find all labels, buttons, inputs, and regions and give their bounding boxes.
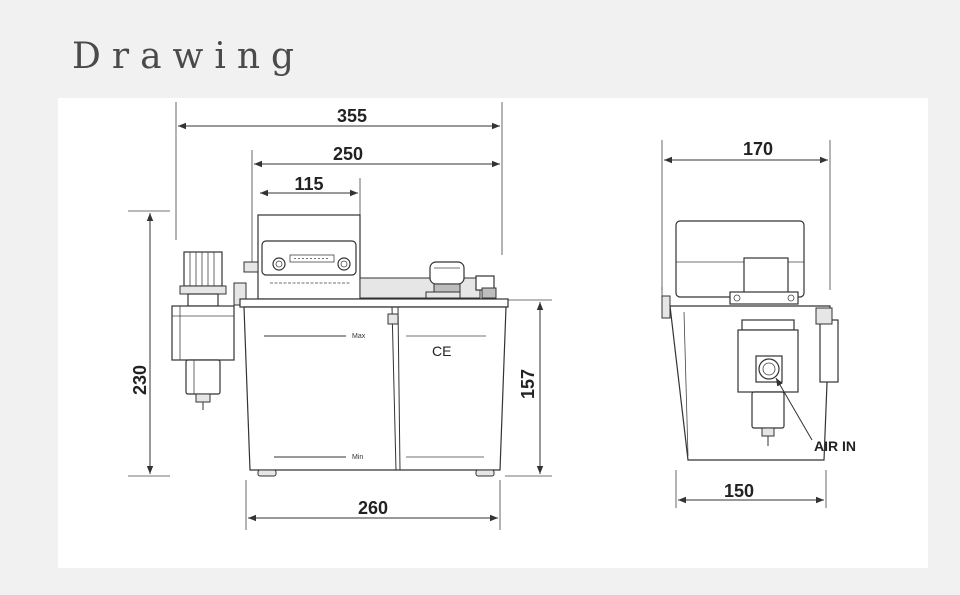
- pump-components: [359, 261, 497, 299]
- filter-bowl: [185, 359, 221, 395]
- indicator-light: [272, 257, 286, 271]
- side-bracket: [819, 319, 839, 383]
- filter-regulator: [171, 251, 247, 410]
- side-view: 170 150 AIR IN: [661, 139, 856, 508]
- side-filter-bowl: [751, 391, 785, 429]
- regulator-mount: [729, 291, 799, 305]
- front-view: 355 250 115 230 157 260: [128, 102, 552, 530]
- dim-label-230: 230: [130, 365, 150, 395]
- dim-label-250: 250: [333, 144, 363, 164]
- indicator-light: [337, 257, 351, 271]
- dim-label-150: 150: [724, 481, 754, 501]
- air-in-leader: [775, 377, 813, 441]
- page-title: Drawing: [72, 36, 306, 77]
- min-label: Min: [352, 454, 363, 461]
- air-inlet-icon: [758, 358, 780, 380]
- tank-foot: [475, 469, 495, 477]
- sight-glass-top: [387, 313, 399, 325]
- tank-body: [243, 306, 507, 471]
- control-panel: [243, 214, 361, 300]
- dim-label-170: 170: [743, 139, 773, 159]
- air-in-label: AIR IN: [814, 438, 856, 454]
- ce-mark: CE: [432, 343, 451, 359]
- pressure-gauge: [429, 261, 465, 285]
- display-window: [261, 240, 357, 276]
- dim-label-157: 157: [518, 369, 538, 399]
- max-label: Max: [352, 333, 366, 340]
- oil-tank: Max Min CE: [243, 306, 507, 477]
- regulator-body: [171, 305, 235, 361]
- dim-label-115: 115: [294, 174, 323, 194]
- dim-label-355: 355: [337, 106, 367, 126]
- dim-label-260: 260: [358, 498, 388, 518]
- top-plate: [239, 298, 509, 308]
- tank-foot: [257, 469, 277, 477]
